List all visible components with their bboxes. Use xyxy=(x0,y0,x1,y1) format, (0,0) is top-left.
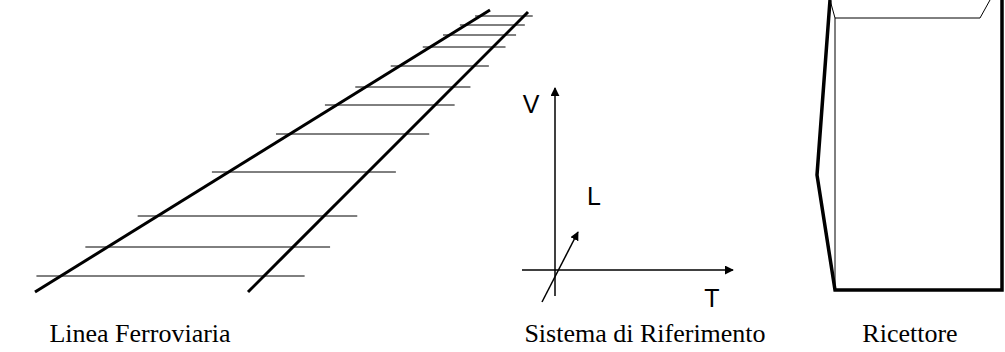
axis-label: V xyxy=(523,92,540,117)
rail xyxy=(248,12,528,292)
caption-label: Sistema di Riferimento xyxy=(524,321,765,347)
l-axis xyxy=(542,232,578,302)
railway-ties xyxy=(36,16,532,276)
t-axis xyxy=(522,269,733,271)
rail xyxy=(35,10,490,292)
caption-label: Ricettore xyxy=(862,321,957,347)
receiver-edge xyxy=(835,0,990,290)
caption-label: Linea Ferroviaria xyxy=(49,321,230,347)
axis-label: T xyxy=(704,286,719,311)
receiver-outline xyxy=(817,0,1002,290)
v-axis xyxy=(554,88,556,296)
receiver-edge xyxy=(830,0,835,18)
axis-label: L xyxy=(587,184,601,209)
